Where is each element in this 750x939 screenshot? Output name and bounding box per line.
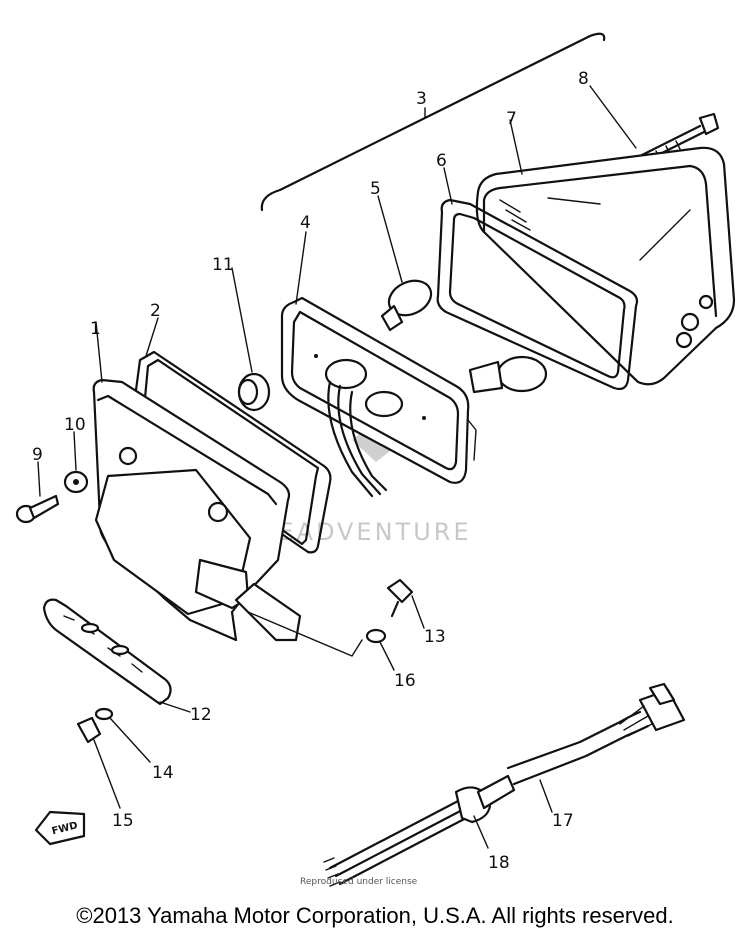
callout-1: 1 [90,319,101,339]
part-7-housing [475,119,736,386]
leader-7 [509,119,523,175]
callout-15: 15 [112,811,134,831]
part-4-socket-plate [280,231,477,498]
leader-4 [295,231,307,305]
leader-11 [231,267,253,373]
leader-6 [443,167,453,205]
callout-11: 11 [212,255,234,275]
part-5-bulbs [377,195,548,394]
leader-12 [159,701,191,713]
part-9-screw [15,461,60,524]
leader-9 [37,461,41,497]
assembly-bracket [260,32,606,212]
callout-4: 4 [300,213,311,233]
part-13-screw [386,578,425,629]
callout-17: 17 [552,811,574,831]
leader-14 [109,717,151,763]
part-10-washer [63,431,89,494]
leader-18 [473,815,489,849]
callout-3: 3 [416,89,427,109]
callout-5: 5 [370,179,381,199]
leader-17 [539,779,553,813]
callout-7: 7 [506,109,517,129]
part-11-grommet [231,267,271,412]
leader-5 [377,195,403,283]
part-18-grommet [323,774,516,887]
copyright-notice: ©2013 Yamaha Motor Corporation, U.S.A. A… [76,903,674,928]
leader-10 [73,431,77,471]
part-6-gasket [436,167,639,391]
part-14-washer [94,707,151,763]
callout-6: 6 [436,151,447,171]
leader-2 [145,317,159,357]
callout-16: 16 [394,671,416,691]
leader-15 [93,739,121,809]
callout-18: 18 [488,853,510,873]
callout-2: 2 [150,301,161,321]
callout-13: 13 [424,627,446,647]
callout-12: 12 [190,705,212,725]
part-1-lens [92,321,302,642]
leader-13 [411,595,425,629]
fine-print: Reproduced under license [300,877,418,887]
tail-light-exploded-diagram: LEADVENTURE [15,32,736,887]
callout-8: 8 [578,69,589,89]
callout-10: 10 [64,415,86,435]
callout-9: 9 [32,445,43,465]
part-17-harness [506,682,686,813]
callout-14: 14 [152,763,174,783]
leader-8 [589,85,637,149]
leader-1 [95,321,103,383]
part-15-nut [76,716,121,809]
leader-16 [379,641,395,671]
fwd-arrow-icon: FWD [34,810,86,846]
part-16-washer [247,611,395,671]
part-12-bracket [42,598,191,713]
